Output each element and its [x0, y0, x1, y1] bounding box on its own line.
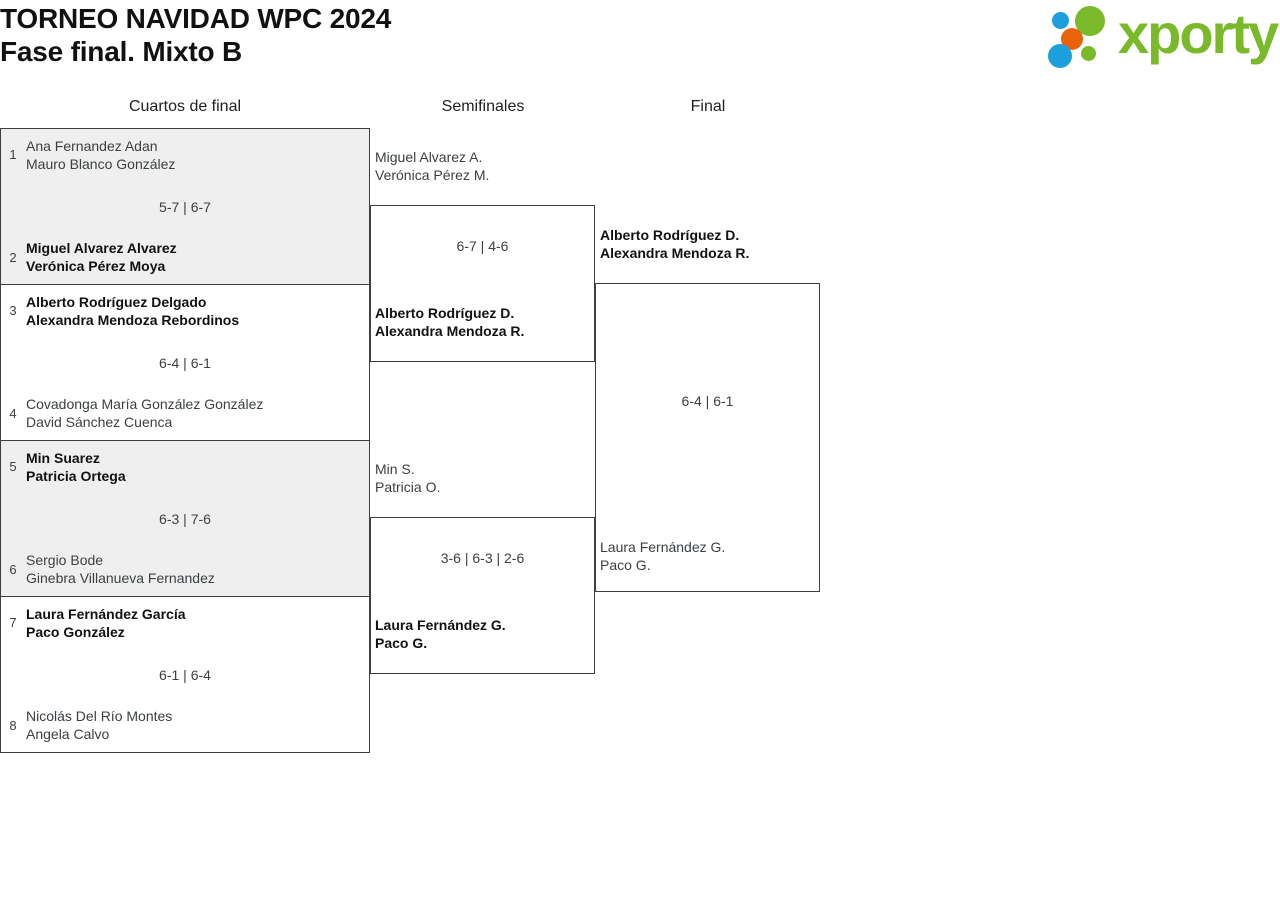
team-top[interactable]: Ana Fernandez Adan Mauro Blanco González: [26, 137, 363, 173]
player-name: Laura Fernández García: [26, 606, 186, 622]
seed-number: 2: [9, 250, 17, 265]
player-name: Laura Fernández G.: [600, 539, 726, 555]
final-team-top[interactable]: Alberto Rodríguez D. Alexandra Mendoza R…: [600, 226, 815, 262]
player-name: Alberto Rodríguez D.: [375, 305, 515, 321]
logo-wordmark: xporty: [1118, 2, 1279, 65]
logo-dot-blue-small: [1052, 12, 1069, 29]
player-name: Patricia O.: [375, 479, 441, 495]
player-name: Ginebra Villanueva Fernandez: [26, 570, 215, 586]
player-name: Laura Fernández G.: [375, 617, 506, 633]
match-score: 6-7 | 4-6: [456, 238, 509, 254]
logo-dot-green-small: [1081, 46, 1096, 61]
tournament-title: TORNEO NAVIDAD WPC 2024: [0, 3, 392, 34]
semifinal-1-team-top[interactable]: Miguel Alvarez A. Verónica Pérez M.: [375, 148, 590, 184]
match-score: 5-7 | 6-7: [159, 199, 211, 215]
seed-number: 1: [9, 147, 17, 162]
player-name: Nicolás Del Río Montes: [26, 708, 173, 724]
match-quarterfinal-3[interactable]: 5 Min Suarez Patricia Ortega 6-3 | 7-6 6…: [0, 440, 370, 597]
page-header: TORNEO NAVIDAD WPC 2024 Fase final. Mixt…: [0, 0, 1280, 76]
player-name: Alberto Rodríguez D.: [600, 227, 740, 243]
team-bottom[interactable]: Nicolás Del Río Montes Angela Calvo: [26, 707, 363, 743]
round-header-semifinals: Semifinales: [441, 98, 525, 115]
match-quarterfinal-4[interactable]: 7 Laura Fernández García Paco González 6…: [0, 596, 370, 753]
match-score: 3-6 | 6-3 | 2-6: [440, 550, 525, 566]
round-header-quarterfinals: Cuartos de final: [128, 98, 242, 115]
player-name: Paco G.: [375, 635, 428, 651]
player-name: Verónica Pérez M.: [375, 167, 490, 183]
player-name: Covadonga María González González: [26, 396, 264, 412]
logo-dot-blue-large: [1048, 44, 1072, 68]
team-top[interactable]: Alberto Rodríguez Delgado Alexandra Mend…: [26, 293, 363, 329]
round-header-final: Final: [690, 98, 726, 115]
tournament-subtitle: Fase final. Mixto B: [0, 36, 243, 67]
team-bottom[interactable]: Miguel Alvarez Alvarez Verónica Pérez Mo…: [26, 239, 363, 275]
match-quarterfinal-1[interactable]: 1 Ana Fernandez Adan Mauro Blanco Gonzál…: [0, 128, 370, 285]
player-name: Verónica Pérez Moya: [26, 258, 166, 274]
player-name: Paco González: [26, 624, 125, 640]
semifinal-2-team-top[interactable]: Min S. Patricia O.: [375, 460, 590, 496]
title-block: TORNEO NAVIDAD WPC 2024 Fase final. Mixt…: [0, 2, 800, 68]
seed-number: 3: [9, 303, 17, 318]
player-name: Miguel Alvarez A.: [375, 149, 483, 165]
player-name: Ana Fernandez Adan: [26, 138, 158, 154]
player-name: Alexandra Mendoza R.: [600, 245, 750, 261]
xporty-logo[interactable]: xporty: [1048, 2, 1279, 68]
seed-number: 5: [9, 459, 17, 474]
match-score: 6-4 | 6-1: [159, 355, 211, 371]
player-name: Paco G.: [600, 557, 651, 573]
player-name: Alexandra Mendoza R.: [375, 323, 525, 339]
seed-number: 4: [9, 406, 17, 421]
player-name: Angela Calvo: [26, 726, 110, 742]
logo-dot-orange: [1061, 28, 1083, 50]
seed-number: 8: [9, 718, 17, 733]
match-final[interactable]: 6-4 | 6-1: [595, 283, 820, 592]
match-semifinal-1[interactable]: 6-7 | 4-6: [370, 205, 595, 362]
semifinal-1-team-bottom[interactable]: Alberto Rodríguez D. Alexandra Mendoza R…: [375, 304, 590, 340]
logo-dots: [1048, 6, 1120, 68]
player-name: Miguel Alvarez Alvarez: [26, 240, 177, 256]
player-name: Mauro Blanco González: [26, 156, 176, 172]
seed-number: 7: [9, 615, 17, 630]
player-name: Min S.: [375, 461, 415, 477]
player-name: Alberto Rodríguez Delgado: [26, 294, 207, 310]
match-score: 6-4 | 6-1: [681, 393, 734, 409]
match-semifinal-2[interactable]: 3-6 | 6-3 | 2-6: [370, 517, 595, 674]
match-score: 6-3 | 7-6: [159, 511, 211, 527]
player-name: David Sánchez Cuenca: [26, 414, 173, 430]
player-name: Alexandra Mendoza Rebordinos: [26, 312, 240, 328]
match-quarterfinal-2[interactable]: 3 Alberto Rodríguez Delgado Alexandra Me…: [0, 284, 370, 441]
final-team-bottom[interactable]: Laura Fernández G. Paco G.: [600, 538, 815, 574]
team-top[interactable]: Laura Fernández García Paco González: [26, 605, 363, 641]
player-name: Sergio Bode: [26, 552, 104, 568]
team-top[interactable]: Min Suarez Patricia Ortega: [26, 449, 363, 485]
team-bottom[interactable]: Sergio Bode Ginebra Villanueva Fernandez: [26, 551, 363, 587]
team-bottom[interactable]: Covadonga María González González David …: [26, 395, 363, 431]
match-score: 6-1 | 6-4: [159, 667, 211, 683]
player-name: Min Suarez: [26, 450, 100, 466]
seed-number: 6: [9, 562, 17, 577]
player-name: Patricia Ortega: [26, 468, 126, 484]
semifinal-2-team-bottom[interactable]: Laura Fernández G. Paco G.: [375, 616, 590, 652]
